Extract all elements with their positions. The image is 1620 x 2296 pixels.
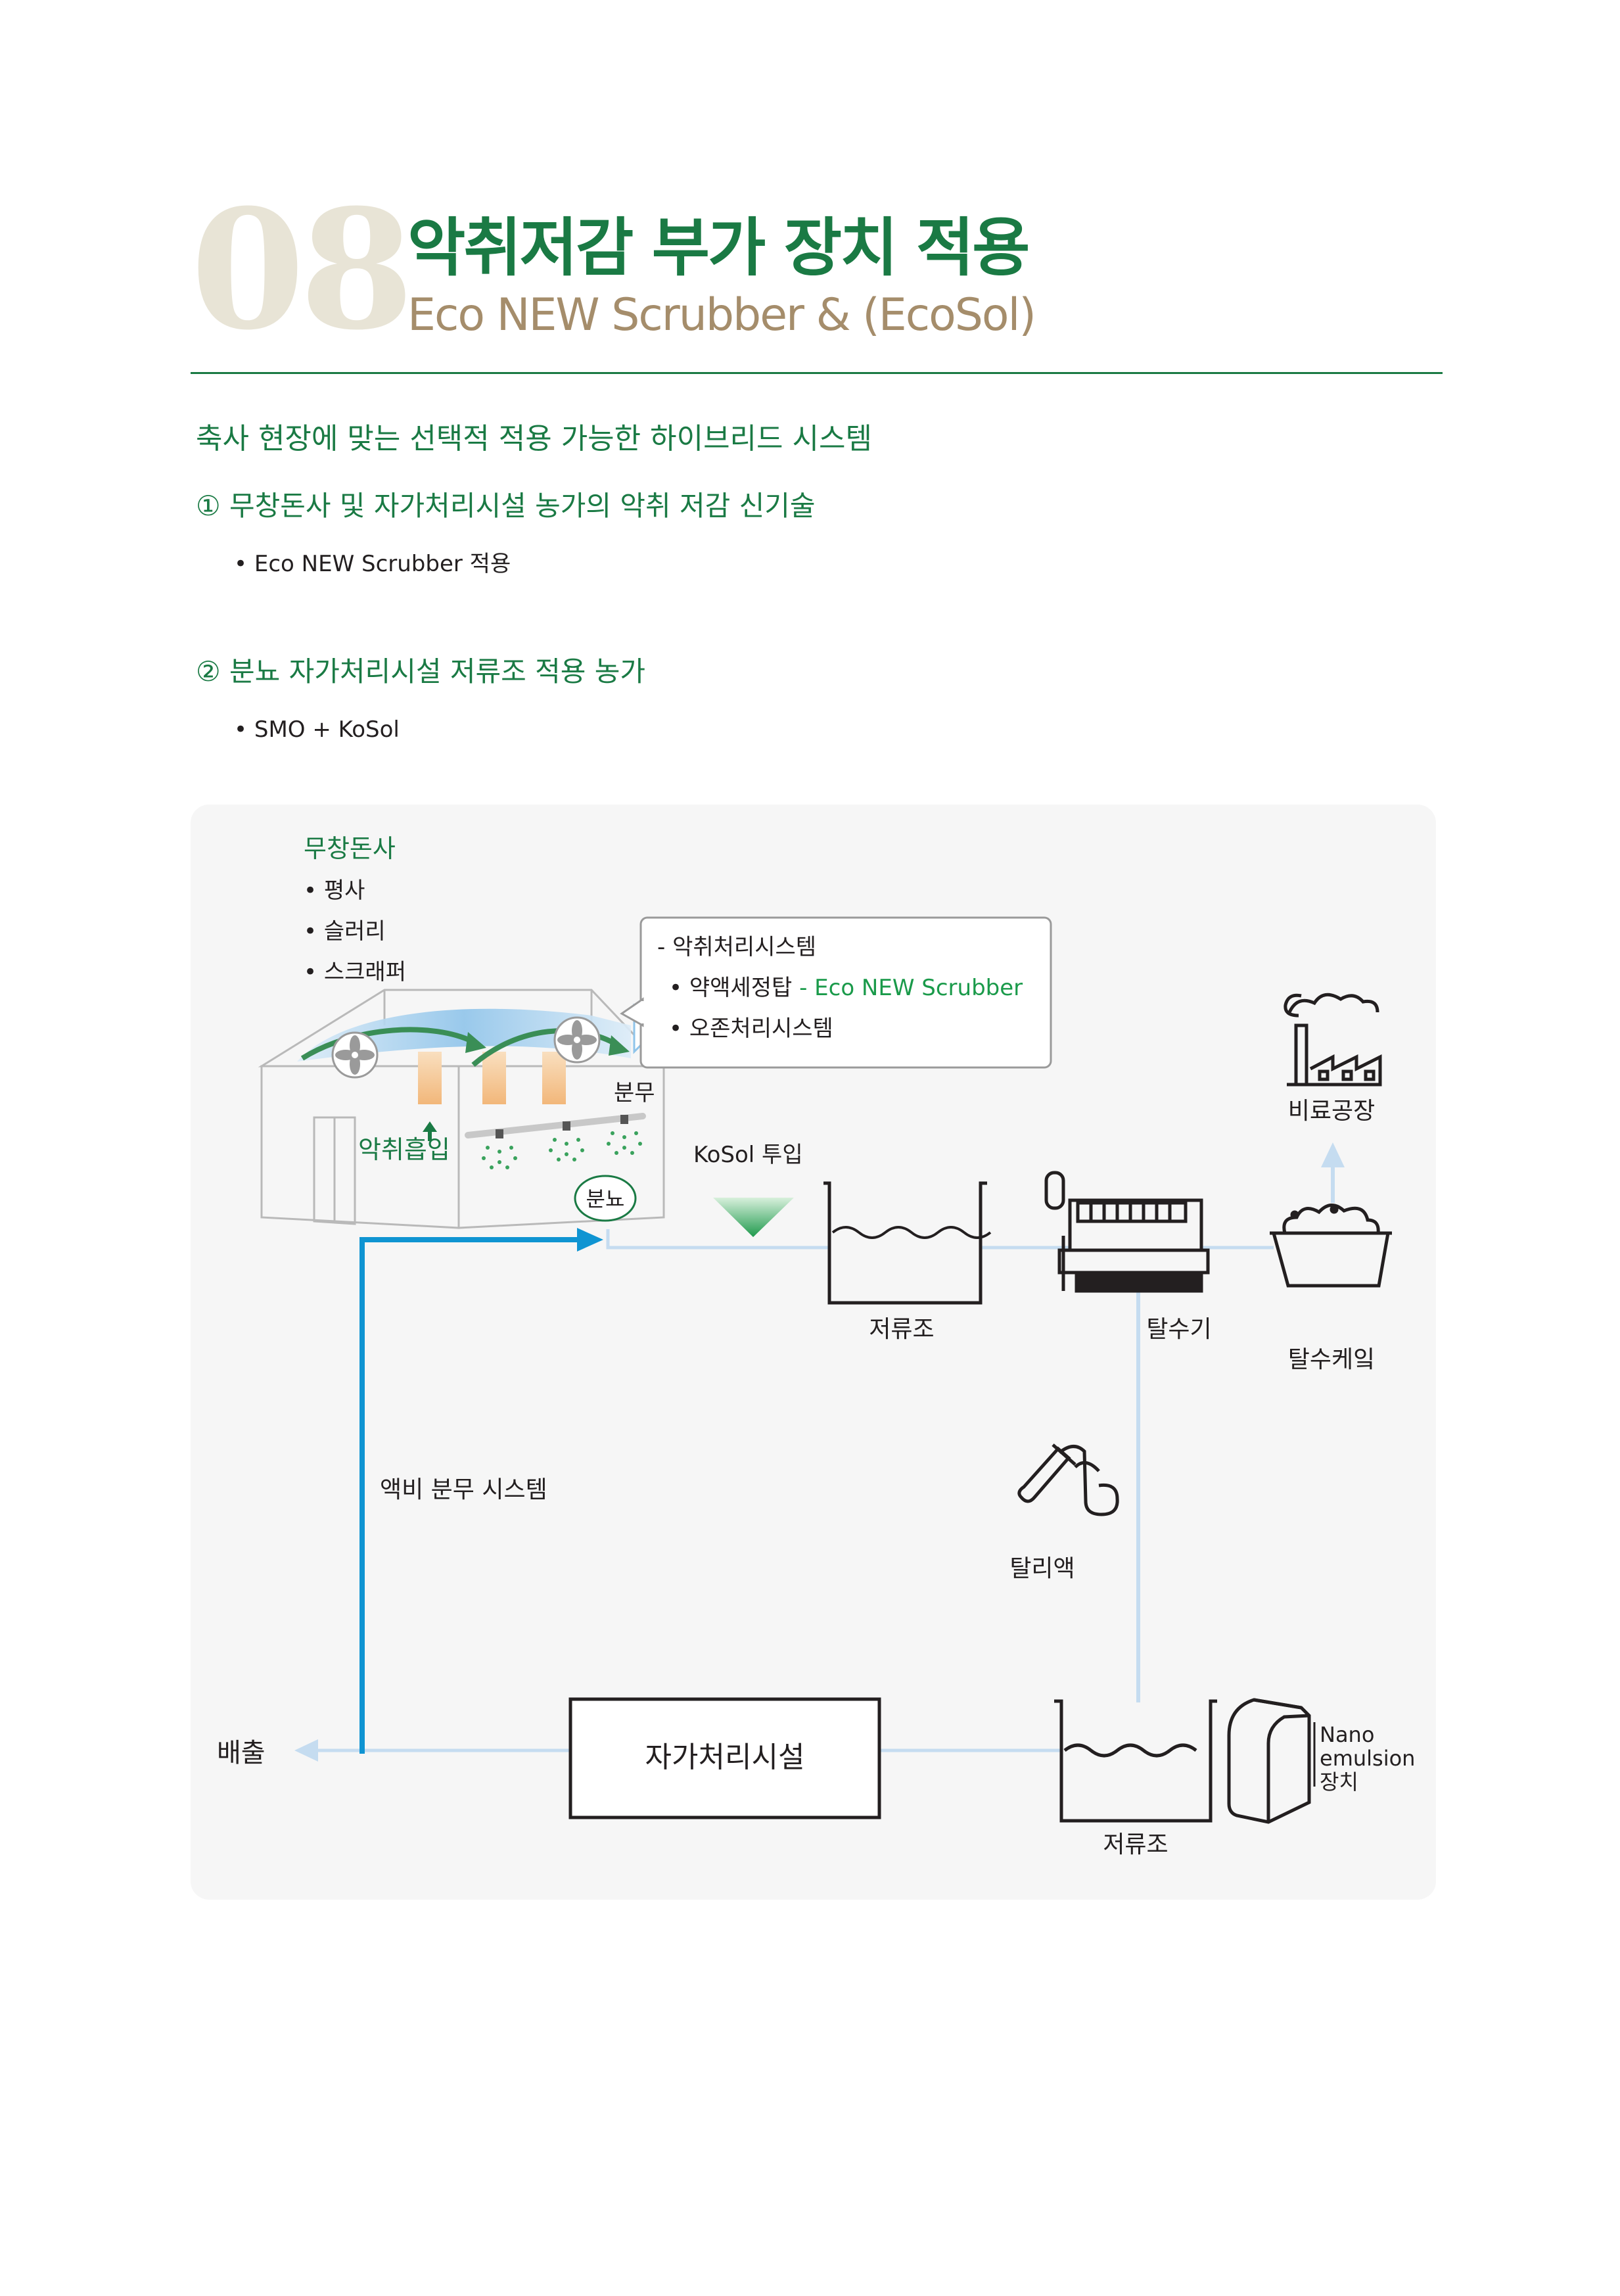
filtrate-tube-icon: [1017, 1443, 1119, 1516]
self-treatment-box: [568, 1697, 881, 1819]
nano-label-line: 장치: [1320, 1769, 1358, 1794]
page-title: 악취저감 부가 장치 적용: [407, 211, 1030, 285]
discharge-arrow: [294, 1739, 318, 1762]
callout-line-2-prefix: • 약액세정탑: [669, 975, 792, 1001]
fertilizer-plant-icon: [1284, 993, 1382, 1087]
dewatered-cake-label: 탈수케잌: [1288, 1346, 1375, 1373]
item-2-label: ② 분뇨 자가처리시설 저류조 적용 농가: [196, 655, 646, 688]
to-plant-arrow: [1321, 1142, 1345, 1167]
spray-label: 분무: [614, 1080, 655, 1106]
manure-label: 분뇨: [586, 1186, 625, 1211]
duct-3: [542, 1052, 566, 1104]
filtrate-label: 탈리액: [1009, 1555, 1075, 1582]
callout-line-2-highlight: - Eco NEW Scrubber: [792, 975, 1023, 1001]
odor-intake-label: 악취흡입: [358, 1135, 450, 1164]
kosol-input-label: KoSol 투입: [693, 1142, 803, 1168]
barn-illustration: [258, 989, 666, 1229]
storage-tank-1-icon: [823, 1181, 992, 1305]
liquid-spray-system-label: 액비 분무 시스템: [380, 1476, 547, 1503]
barn-item: • 슬러리: [304, 918, 386, 945]
item-1-bullet: • Eco NEW Scrubber 적용: [234, 551, 511, 577]
self-treatment-label: 자가처리시설: [645, 1741, 805, 1774]
barn-item: • 평사: [304, 878, 365, 904]
spray-nozzle-icon: [549, 1121, 584, 1161]
storage-tank-2-icon: [1054, 1699, 1217, 1823]
storage-tank-2-label: 저류조: [1103, 1831, 1168, 1858]
pipe-to-tank1: [606, 1229, 829, 1250]
fertilizer-plant-label: 비료공장: [1288, 1098, 1375, 1125]
duct-2: [482, 1052, 506, 1104]
dewatered-cake-icon: [1270, 1204, 1392, 1288]
kosol-arrow: [713, 1198, 794, 1237]
liquid-spray-pipe: [359, 1237, 578, 1754]
spray-nozzle-icon: [482, 1129, 517, 1169]
callout-line-2: • 약액세정탑 - Eco NEW Scrubber: [669, 975, 1023, 1001]
page-subtitle: Eco NEW Scrubber & (EcoSol): [407, 289, 1036, 341]
barn-side-wall: [457, 1065, 665, 1229]
spray-nozzle-icon: [607, 1115, 642, 1155]
callout-line-1: - 악취처리시스템: [657, 934, 816, 960]
storage-tank-1-label: 저류조: [869, 1316, 934, 1343]
nano-label-line: emulsion: [1320, 1746, 1415, 1771]
section-number: 08: [191, 173, 414, 366]
dehydrator-label: 탈수기: [1146, 1316, 1211, 1343]
item-1-label: ① 무창돈사 및 자가처리시설 농가의 악취 저감 신기술: [196, 490, 816, 522]
lead-text: 축사 현장에 맞는 선택적 적용 가능한 하이브리드 시스템: [196, 422, 872, 456]
header-divider: [191, 372, 1443, 374]
air-flow-arrow-2: [471, 1028, 620, 1067]
barn-item: • 스크래퍼: [304, 959, 406, 985]
callout-box: [639, 916, 1052, 1069]
manure-badge: [574, 1175, 637, 1222]
callout-pointer: [620, 997, 644, 1027]
barn-door: [313, 1116, 356, 1225]
barn-title: 무창돈사: [304, 834, 396, 863]
nano-emulsion-device-icon: [1227, 1698, 1311, 1824]
spray-pipe: [465, 1113, 646, 1138]
duct-1: [418, 1052, 442, 1104]
fan-icon: [331, 1031, 379, 1079]
nano-label-line: Nano: [1320, 1722, 1374, 1747]
callout-line-3: • 오존처리시스템: [669, 1016, 833, 1042]
odor-intake-arrow: [423, 1121, 437, 1141]
liquid-spray-arrow: [577, 1228, 603, 1252]
dehydrator-icon: [1044, 1171, 1210, 1293]
item-2-bullet: • SMO + KoSol: [234, 716, 400, 743]
fan-icon: [553, 1016, 601, 1064]
air-flow-arrow-1: [300, 1027, 474, 1061]
discharge-label: 배출: [217, 1738, 266, 1768]
